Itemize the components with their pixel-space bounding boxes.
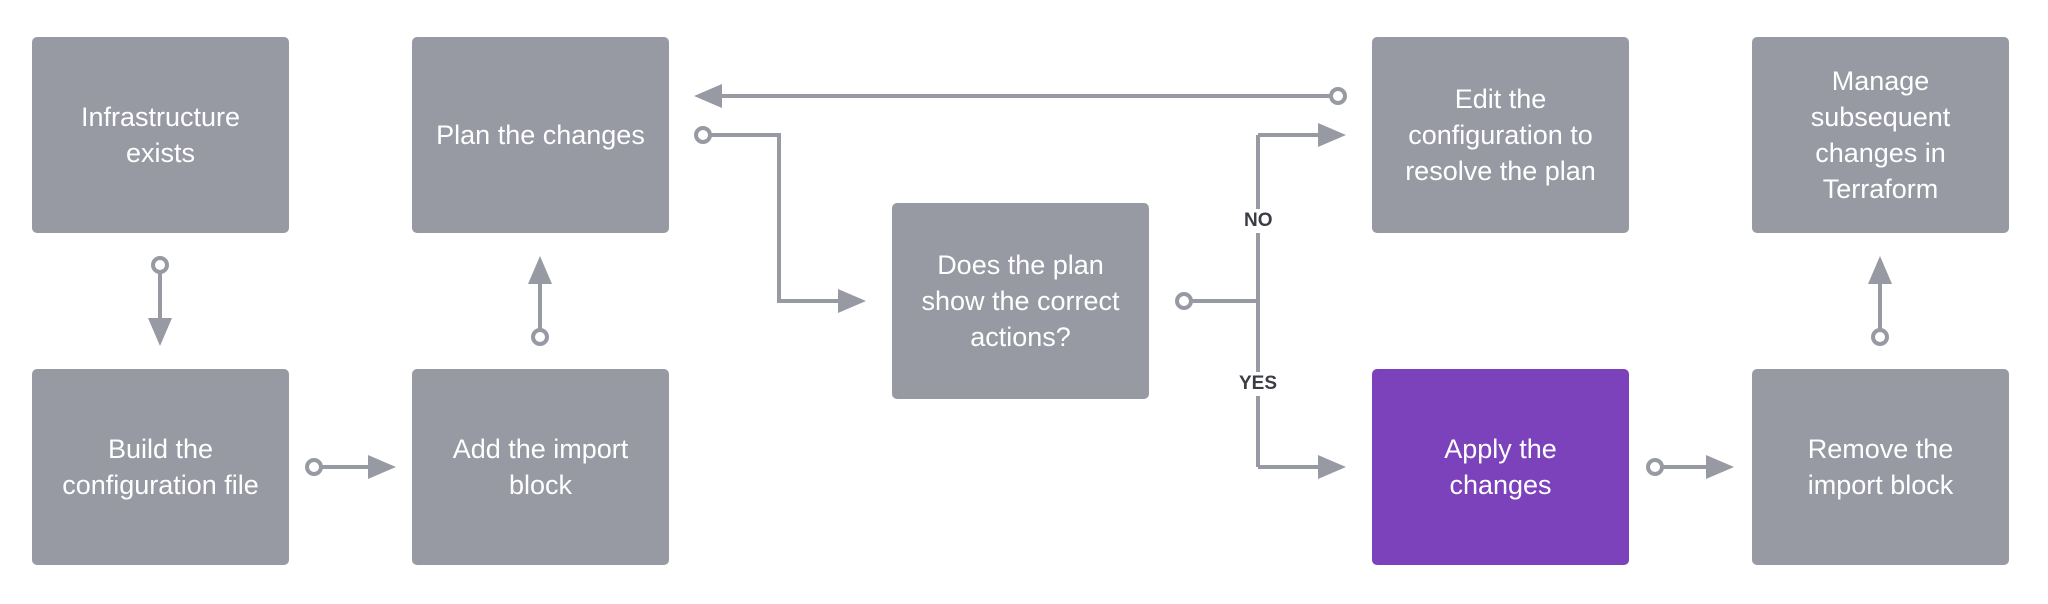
connector-remove-to-manage — [1868, 256, 1892, 346]
step-label: Plan the changes — [436, 120, 645, 150]
connector-decision-split — [1175, 123, 1346, 479]
branch-label-yes: YES — [1237, 372, 1280, 396]
step-manage-changes: Manage subsequent changes in Terraform — [1752, 37, 2009, 233]
decision-plan-correct: Does the plan show the correct actions? — [892, 203, 1149, 399]
branch-label-no: NO — [1242, 209, 1275, 233]
step-label: Remove the import block — [1807, 434, 1954, 500]
connector-build-to-import — [305, 455, 396, 479]
step-add-import-block: Add the import block — [412, 369, 669, 565]
step-apply-changes: Apply the changes — [1372, 369, 1629, 565]
step-label: Apply the changes — [1444, 434, 1557, 500]
step-label: Manage subsequent changes in Terraform — [1810, 66, 1951, 204]
step-label: Build the configuration file — [62, 434, 259, 500]
connector-import-to-plan — [528, 256, 552, 346]
connector-exists-to-build — [148, 256, 172, 346]
step-remove-import-block: Remove the import block — [1752, 369, 2009, 565]
step-infrastructure-exists: Infrastructure exists — [32, 37, 289, 233]
step-label: Add the import block — [452, 434, 629, 500]
decision-label: Does the plan show the correct actions? — [921, 250, 1120, 352]
connector-plan-to-decision — [694, 126, 866, 313]
step-label: Edit the configuration to resolve the pl… — [1405, 84, 1596, 186]
step-edit-configuration: Edit the configuration to resolve the pl… — [1372, 37, 1629, 233]
connector-edit-to-plan — [694, 84, 1347, 108]
connector-apply-to-remove — [1646, 455, 1734, 479]
step-label: Infrastructure exists — [80, 102, 241, 168]
step-plan-changes: Plan the changes — [412, 37, 669, 233]
step-build-configuration: Build the configuration file — [32, 369, 289, 565]
